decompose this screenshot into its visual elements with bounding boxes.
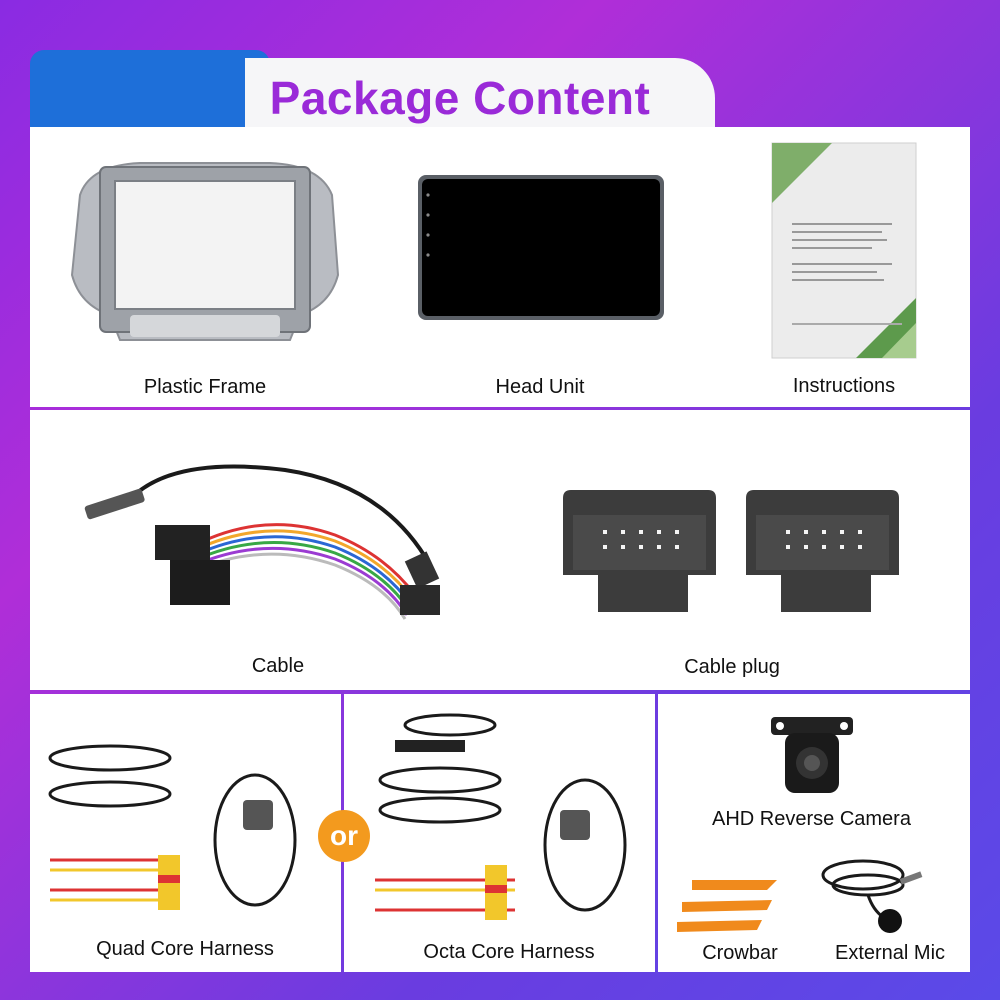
page-title: Package Content xyxy=(269,72,651,124)
quad-core-panel xyxy=(30,694,341,972)
reverse-camera-label: AHD Reverse Camera xyxy=(712,808,911,830)
title-tab: Package Content xyxy=(245,58,715,138)
head-unit-label: Head Unit xyxy=(495,376,585,398)
external-mic-image xyxy=(821,859,923,933)
crowbar-label: Crowbar xyxy=(702,942,778,964)
plastic-frame-image xyxy=(70,162,340,341)
octa-core-harness-label: Octa Core Harness xyxy=(423,941,595,963)
crowbar-image xyxy=(677,880,777,932)
title-tab-accent xyxy=(30,50,270,140)
quad-core-harness-image xyxy=(48,744,297,910)
cable-label: Cable xyxy=(251,655,305,677)
reverse-camera-image xyxy=(771,717,853,793)
cable-plug-image xyxy=(563,490,899,612)
external-mic-label: External Mic xyxy=(834,942,946,964)
plastic-frame-label: Plastic Frame xyxy=(143,376,267,398)
cable-image xyxy=(84,464,440,620)
octa-core-harness-image xyxy=(375,713,627,920)
head-unit-image xyxy=(418,175,664,320)
or-badge: or xyxy=(318,810,370,862)
quad-core-harness-label: Quad Core Harness xyxy=(96,938,274,960)
instructions-image xyxy=(771,142,917,359)
cable-plug-label: Cable plug xyxy=(684,656,780,678)
instructions-label: Instructions xyxy=(792,375,896,397)
